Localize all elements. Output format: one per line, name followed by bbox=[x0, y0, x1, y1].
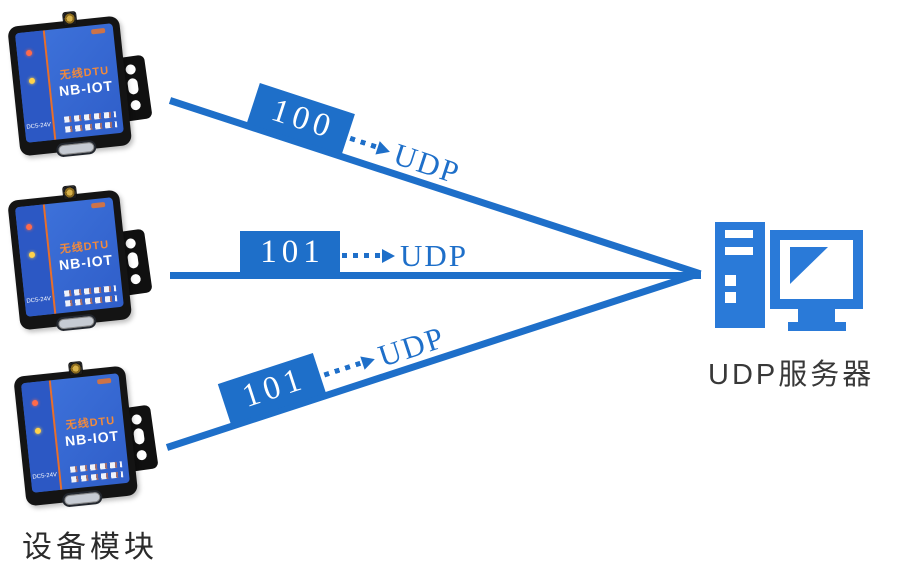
serial-port-icon bbox=[55, 139, 97, 158]
terminal-row-icon bbox=[69, 461, 123, 473]
arrowhead-icon bbox=[360, 352, 377, 370]
bracket-hole bbox=[136, 449, 148, 461]
device-logo-icon bbox=[90, 201, 106, 209]
packet-label: 100 bbox=[246, 83, 355, 155]
tower-button bbox=[725, 292, 736, 303]
device-power-label: DC5-24V bbox=[32, 472, 58, 481]
bracket-hole bbox=[126, 251, 140, 269]
monitor-stand-neck bbox=[798, 309, 835, 322]
bracket-hole bbox=[132, 427, 146, 445]
terminal-row-icon bbox=[63, 285, 117, 297]
led-indicator bbox=[28, 77, 36, 85]
protocol-label: UDP bbox=[389, 136, 465, 191]
led-indicator bbox=[34, 427, 42, 435]
monitor-stand-base bbox=[788, 322, 846, 331]
antenna-connector-icon bbox=[68, 360, 84, 377]
serial-port-icon bbox=[55, 313, 97, 332]
terminal-row-icon bbox=[63, 111, 117, 123]
connection-line: 101 UDP bbox=[170, 231, 701, 279]
device-logo-icon bbox=[90, 27, 106, 35]
device-power-label: DC5-24V bbox=[26, 296, 52, 305]
led-indicator bbox=[28, 251, 36, 259]
device-power-label: DC5-24V bbox=[26, 122, 52, 131]
monitor-icon bbox=[770, 230, 863, 309]
serial-port-icon bbox=[61, 489, 103, 508]
bracket-hole bbox=[126, 77, 140, 95]
tower-drive-bay bbox=[725, 247, 753, 255]
device-case: DC5-24V 无线DTU NB-IOT bbox=[7, 10, 133, 158]
arrowhead-icon bbox=[375, 141, 393, 159]
arrowhead-icon bbox=[382, 249, 395, 263]
antenna-connector-icon bbox=[62, 10, 78, 27]
device-front-panel: DC5-24V 无线DTU NB-IOT bbox=[20, 373, 130, 493]
bracket-hole bbox=[130, 273, 142, 285]
antenna-connector-icon bbox=[62, 184, 78, 201]
udp-server-icon bbox=[700, 218, 875, 338]
connection-line: 101 UDP bbox=[165, 270, 701, 451]
dtu-device-icon: DC5-24V 无线DTU NB-IOT bbox=[4, 184, 154, 338]
bracket-hole bbox=[125, 63, 137, 76]
device-case: DC5-24V 无线DTU NB-IOT bbox=[7, 184, 133, 332]
led-indicator bbox=[25, 223, 33, 231]
led-indicator bbox=[25, 49, 33, 57]
device-main-panel: 无线DTU NB-IOT bbox=[53, 373, 130, 489]
device-logo-icon bbox=[96, 377, 112, 385]
bracket-hole bbox=[130, 99, 142, 111]
monitor-screen bbox=[780, 240, 853, 299]
protocol-label: UDP bbox=[373, 319, 450, 374]
server-tower-icon bbox=[715, 222, 765, 328]
dashed-arrow-icon bbox=[342, 253, 384, 258]
device-case: DC5-24V 无线DTU NB-IOT bbox=[13, 360, 139, 508]
packet-label: 101 bbox=[217, 353, 326, 424]
bracket-hole bbox=[131, 413, 143, 426]
device-front-panel: DC5-24V 无线DTU NB-IOT bbox=[14, 197, 124, 317]
devices-caption: 设备模块 bbox=[22, 531, 158, 564]
screen-triangle-icon bbox=[790, 247, 828, 284]
dtu-device-icon: DC5-24V 无线DTU NB-IOT bbox=[10, 360, 160, 514]
terminal-row-icon bbox=[70, 471, 124, 483]
led-indicator bbox=[31, 399, 39, 407]
dtu-device-icon: DC5-24V 无线DTU NB-IOT bbox=[4, 10, 154, 164]
dashed-arrow-icon bbox=[323, 359, 365, 378]
terminal-row-icon bbox=[64, 121, 118, 133]
terminal-row-icon bbox=[64, 295, 118, 307]
device-main-panel: 无线DTU NB-IOT bbox=[47, 197, 124, 313]
device-main-panel: 无线DTU NB-IOT bbox=[47, 23, 124, 139]
tower-button bbox=[725, 275, 736, 286]
device-front-panel: DC5-24V 无线DTU NB-IOT bbox=[14, 23, 124, 143]
packet-label: 101 bbox=[240, 231, 340, 273]
server-label: UDP服务器 bbox=[708, 359, 875, 391]
tower-drive-bay bbox=[725, 230, 753, 238]
protocol-label: UDP bbox=[400, 238, 469, 273]
bracket-hole bbox=[125, 237, 137, 250]
